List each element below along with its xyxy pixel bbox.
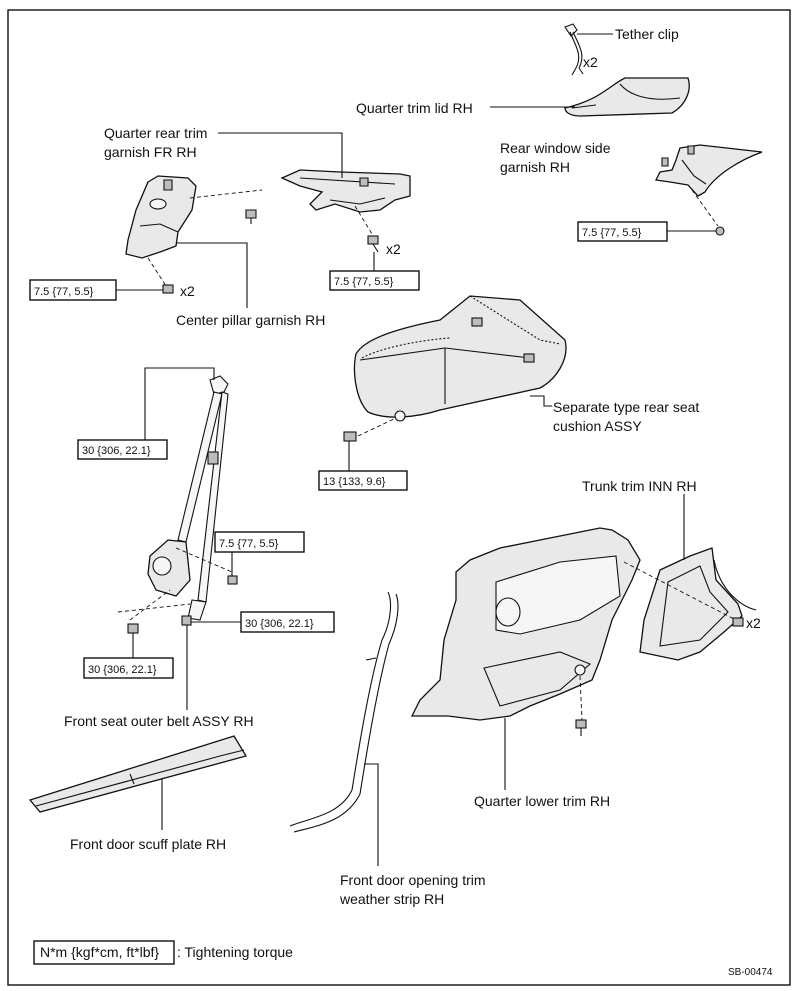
door-opening-weather-strip-drawing bbox=[289, 591, 399, 833]
seat-cushion-bolt bbox=[343, 410, 406, 442]
front-seat-belt-drawing bbox=[147, 375, 229, 621]
door-opening-label-1: Front door opening trim bbox=[340, 872, 486, 888]
seat-cushion-label-2: cushion ASSY bbox=[553, 418, 642, 434]
quarter-rear-trim-garnish-drawing bbox=[280, 169, 411, 213]
front-door-scuff-label: Front door scuff plate RH bbox=[70, 836, 226, 852]
tether-clip-label: Tether clip bbox=[615, 26, 679, 42]
torque-belt-lower: 30 {306, 22.1} bbox=[88, 664, 157, 676]
torque-center-pillar: 7.5 {77, 5.5} bbox=[34, 286, 94, 298]
door-opening-label-2: weather strip RH bbox=[339, 891, 444, 907]
seat-cushion-label-1: Separate type rear seat bbox=[553, 399, 699, 415]
quarter-lower-clip bbox=[575, 719, 587, 736]
torque-seat-cushion: 13 {133, 9.6} bbox=[323, 476, 386, 488]
figure-id: SB-00474 bbox=[728, 967, 773, 978]
trunk-trim-label: Trunk trim INN RH bbox=[582, 478, 697, 494]
quarter-rear-qty: x2 bbox=[386, 241, 401, 257]
quarter-lower-trim-drawing bbox=[410, 527, 641, 721]
tether-clip-drawing bbox=[564, 23, 584, 76]
quarter-trim-lid-drawing bbox=[564, 77, 690, 117]
rear-window-label-2: garnish RH bbox=[500, 159, 570, 175]
torque-quarter-rear: 7.5 {77, 5.5} bbox=[334, 276, 394, 288]
center-pillar-clip bbox=[245, 209, 257, 224]
diagram-border bbox=[7, 9, 791, 986]
rear-window-side-garnish-drawing bbox=[655, 144, 763, 197]
front-door-scuff-plate-drawing bbox=[28, 735, 247, 813]
legend-description: : Tightening torque bbox=[177, 944, 293, 960]
torque-rear-window: 7.5 {77, 5.5} bbox=[582, 227, 642, 239]
front-seat-belt-label: Front seat outer belt ASSY RH bbox=[64, 713, 254, 729]
legend-box bbox=[33, 940, 175, 965]
center-pillar-label: Center pillar garnish RH bbox=[176, 312, 325, 328]
torque-belt-mid: 7.5 {77, 5.5} bbox=[219, 538, 279, 550]
torque-belt-upper: 30 {306, 22.1} bbox=[82, 445, 151, 457]
seat-cushion-drawing bbox=[353, 295, 567, 418]
quarter-rear-trim-label-2: garnish FR RH bbox=[104, 144, 197, 160]
trunk-trim-inn-drawing bbox=[639, 547, 757, 661]
tether-clip-qty: x2 bbox=[583, 54, 598, 70]
trunk-trim-qty: x2 bbox=[746, 615, 761, 631]
belt-mid-bolt bbox=[227, 575, 238, 585]
rear-window-clip bbox=[715, 226, 725, 236]
rear-window-label-1: Rear window side bbox=[500, 140, 611, 156]
belt-right-bolt bbox=[181, 615, 192, 626]
legend-unit: N*m {kgf*cm, ft*lbf} bbox=[40, 944, 159, 960]
quarter-rear-bolt bbox=[367, 235, 379, 253]
center-pillar-garnish-drawing bbox=[125, 175, 197, 259]
quarter-lower-label: Quarter lower trim RH bbox=[474, 793, 610, 809]
quarter-rear-trim-label-1: Quarter rear trim bbox=[104, 125, 207, 141]
belt-lower-bolt bbox=[127, 623, 139, 634]
torque-belt-right: 30 {306, 22.1} bbox=[245, 618, 314, 630]
center-pillar-bolt bbox=[162, 284, 174, 294]
quarter-trim-lid-label: Quarter trim lid RH bbox=[356, 100, 473, 116]
trunk-trim-clip bbox=[732, 617, 744, 627]
center-pillar-qty: x2 bbox=[180, 283, 195, 299]
